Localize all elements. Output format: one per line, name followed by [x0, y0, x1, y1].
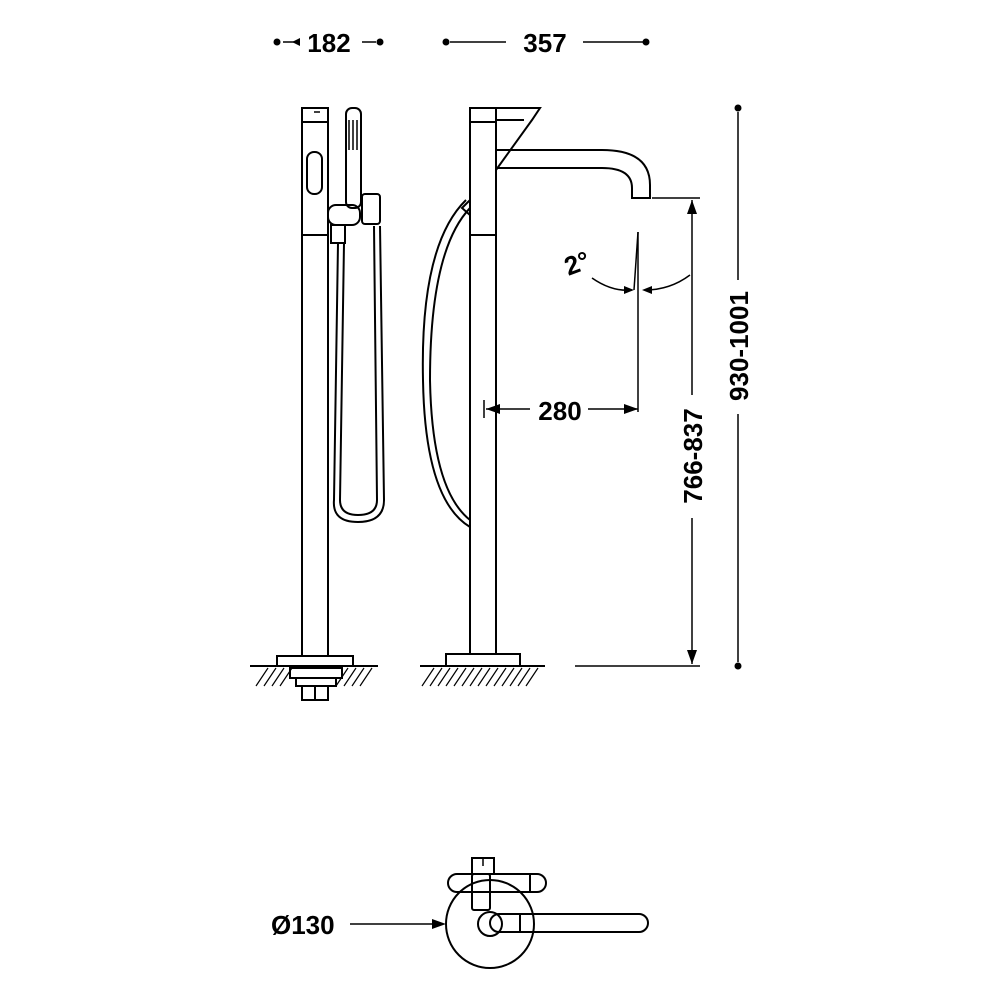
side-width-label: 357: [523, 28, 566, 58]
dimension-angle: 2°: [560, 231, 691, 412]
floor-hatch-side: [421, 667, 539, 687]
dimension-side-width: 357: [442, 28, 650, 58]
total-height-label: 930-1001: [724, 291, 754, 401]
angle-label: 2°: [560, 245, 594, 282]
dimension-reach: 280: [483, 396, 638, 426]
front-width-label: 182: [307, 28, 350, 58]
front-view: [250, 107, 386, 701]
dimension-spout-height: 766-837: [575, 197, 708, 667]
spout-height-label: 766-837: [678, 408, 708, 503]
side-view: [420, 107, 651, 687]
reach-label: 280: [538, 396, 581, 426]
dimension-total-height: 930-1001: [724, 104, 754, 670]
base-diameter-label: Ø130: [271, 910, 335, 940]
dimension-front-width: 182: [273, 28, 384, 58]
top-view: [445, 857, 649, 969]
dimension-base-diameter: Ø130: [271, 910, 446, 940]
